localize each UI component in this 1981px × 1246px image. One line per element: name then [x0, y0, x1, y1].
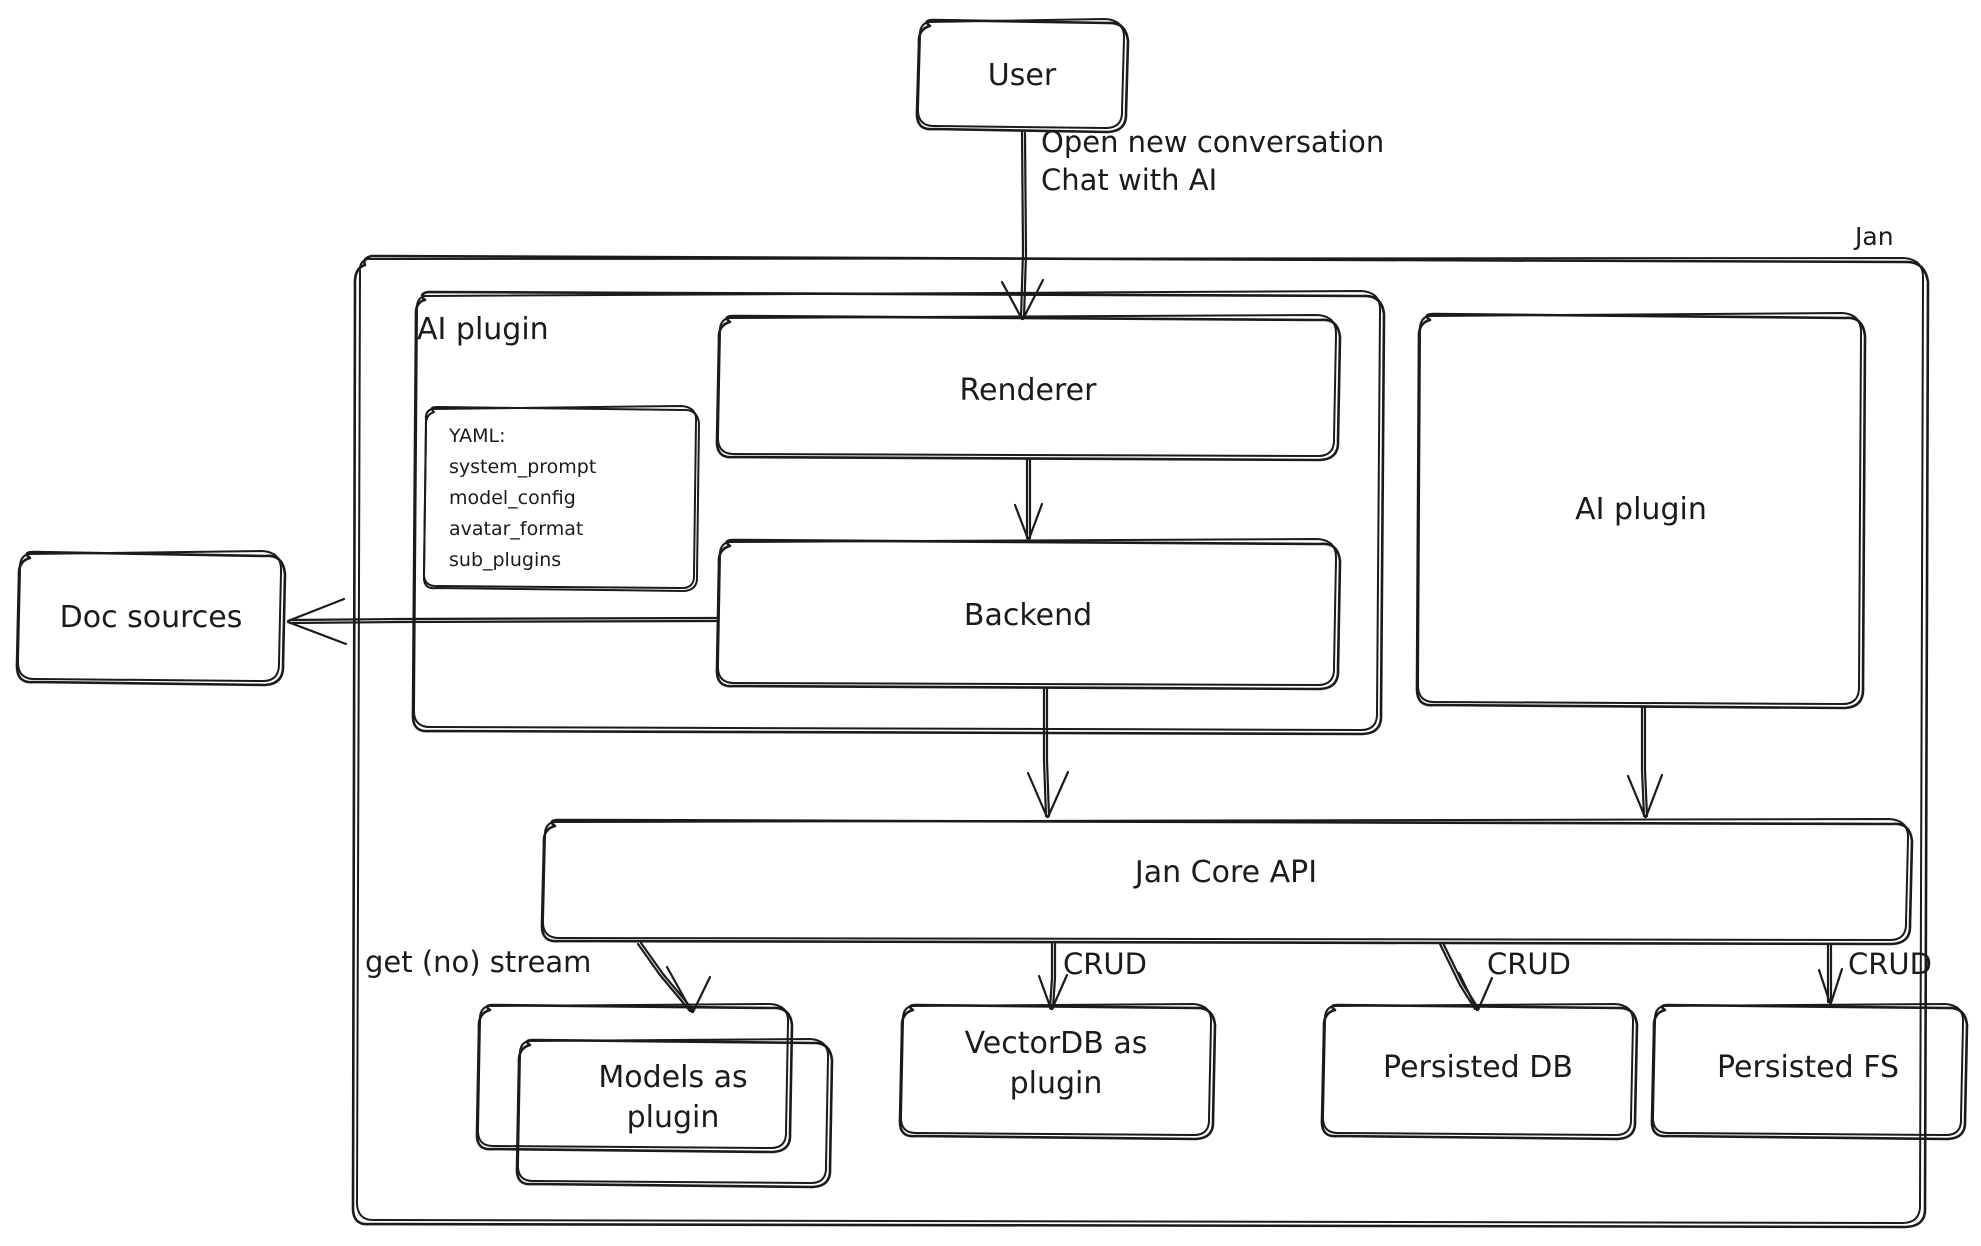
edge-backend-to-doc-sources: [286, 597, 718, 646]
edge-core-api-to-persisted-db: [1438, 941, 1494, 1012]
node-jan-core-api-shape: [540, 818, 1914, 946]
node-doc-sources-shape: [15, 550, 287, 687]
node-persisted-fs-shape: [1650, 1003, 1969, 1141]
edge-ai-plugin-to-core-api: [1626, 706, 1664, 819]
edge-core-api-to-persisted-fs: [1817, 942, 1844, 1005]
edge-core-api-to-vectordb: [1037, 942, 1069, 1011]
group-ai-plugin-border: [411, 290, 1386, 736]
node-models-back-shape: [475, 1003, 794, 1154]
node-backend-shape: [715, 538, 1342, 691]
node-models-as-plugin-shape: [515, 1038, 834, 1189]
edge-user-to-renderer: [1000, 129, 1045, 321]
node-ai-plugin-right-shape: [1415, 312, 1867, 710]
node-renderer-shape: [715, 314, 1342, 462]
node-user-shape: [915, 18, 1130, 134]
group-jan-border: [351, 254, 1930, 1229]
node-vectordb-as-plugin-shape: [898, 1003, 1217, 1141]
edge-backend-to-core-api: [1026, 687, 1070, 819]
yaml-card-shape: [422, 405, 700, 592]
edge-core-api-to-models: [636, 941, 712, 1014]
edge-renderer-to-backend: [1013, 458, 1044, 541]
node-persisted-db-shape: [1320, 1003, 1639, 1141]
